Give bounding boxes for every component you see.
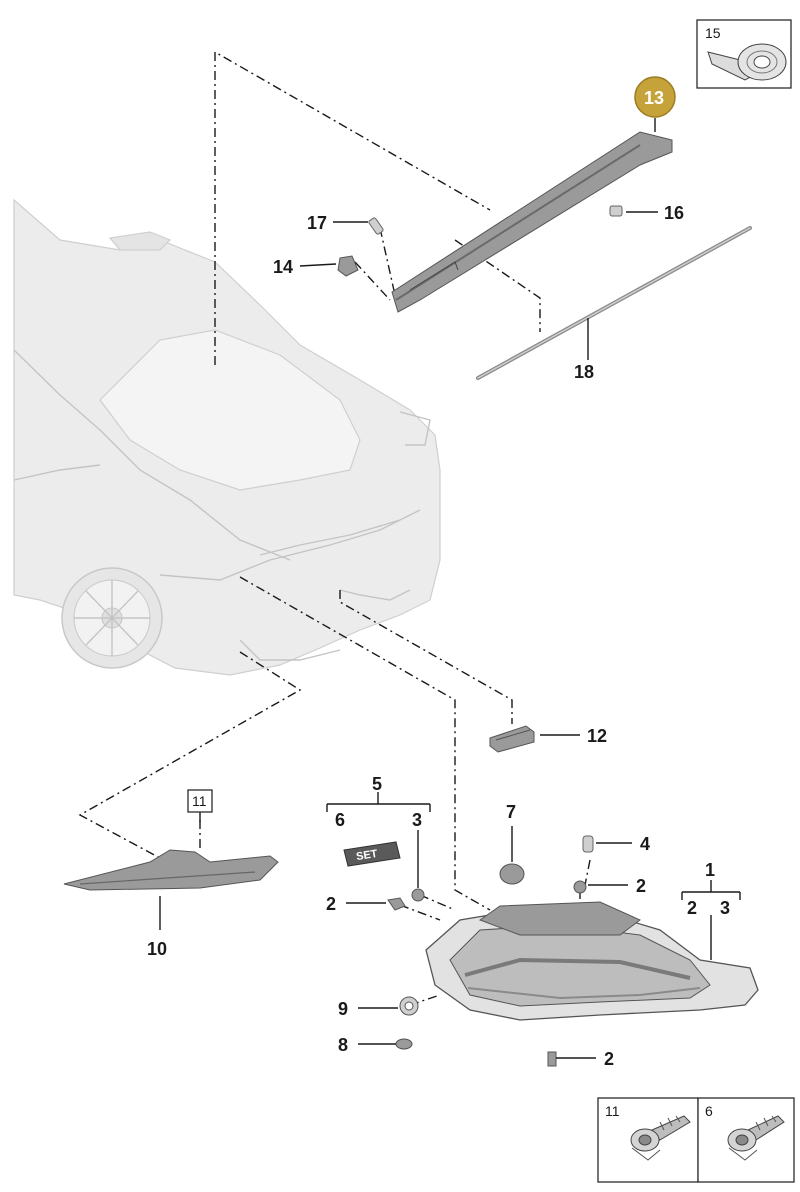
inset-box-11[interactable]: 11 bbox=[597, 1097, 699, 1183]
screw-icon bbox=[630, 1115, 691, 1161]
inset-box-15[interactable]: 15 bbox=[696, 19, 792, 89]
callout-11-box: 11 bbox=[187, 789, 213, 813]
tail-light-part[interactable] bbox=[425, 901, 759, 1021]
inset-box-11-label: 11 bbox=[605, 1103, 620, 1119]
callout-17: 17 bbox=[307, 213, 327, 233]
callout-1: 1 bbox=[705, 860, 715, 880]
callout-1-sub-left: 2 bbox=[687, 898, 697, 918]
callout-18: 18 bbox=[574, 362, 594, 382]
callout-3: 3 bbox=[412, 810, 422, 830]
pin-part[interactable] bbox=[368, 217, 384, 235]
set-badge: SET bbox=[343, 841, 401, 867]
clip-part[interactable] bbox=[337, 255, 359, 277]
callout-9: 9 bbox=[338, 999, 348, 1019]
grommet-part-2b[interactable] bbox=[573, 880, 587, 894]
connector-part[interactable] bbox=[489, 725, 535, 753]
screw-part-2a[interactable] bbox=[387, 897, 406, 911]
callout-8: 8 bbox=[338, 1035, 348, 1055]
callout-10: 10 bbox=[147, 939, 167, 959]
callout-14: 14 bbox=[273, 257, 293, 277]
tape-roll-icon bbox=[707, 43, 787, 81]
callout-5: 5 bbox=[372, 774, 382, 794]
car-outline bbox=[13, 198, 441, 676]
ring-part-9[interactable] bbox=[399, 996, 419, 1016]
inset-box-6-label: 6 bbox=[705, 1103, 713, 1119]
callout-2c: 2 bbox=[604, 1049, 614, 1069]
small-clip-part[interactable] bbox=[609, 205, 623, 217]
washer-part-8[interactable] bbox=[395, 1038, 413, 1050]
callout-4: 4 bbox=[640, 834, 650, 854]
nut-part-3[interactable] bbox=[411, 888, 425, 902]
callout-2a: 2 bbox=[326, 894, 336, 914]
callout-16: 16 bbox=[664, 203, 684, 223]
callout-1-sub-right: 3 bbox=[720, 898, 730, 918]
spoiler-strip-part[interactable] bbox=[391, 131, 673, 313]
dashed-leaders bbox=[78, 50, 591, 1006]
screw-part-2c[interactable] bbox=[547, 1051, 557, 1067]
reflector-part[interactable] bbox=[63, 849, 279, 891]
callout-7: 7 bbox=[506, 802, 516, 822]
cap-part-7[interactable] bbox=[499, 863, 525, 885]
callout-13: 13 bbox=[644, 88, 664, 108]
callout-13-badge[interactable]: 13 bbox=[634, 76, 676, 118]
callout-11: 11 bbox=[192, 793, 207, 809]
inset-box-6[interactable]: 6 bbox=[697, 1097, 795, 1183]
callout-2b: 2 bbox=[636, 876, 646, 896]
callout-6: 6 bbox=[335, 810, 345, 830]
callout-labels: 17 14 16 18 12 10 5 6 3 2 7 4 2 1 2 3 9 … bbox=[147, 203, 730, 1069]
screw-icon bbox=[727, 1115, 785, 1161]
set-badge-label: SET bbox=[355, 848, 378, 863]
solid-leaders bbox=[159, 118, 741, 1059]
bolt-part-4[interactable] bbox=[582, 835, 594, 853]
trim-strip-part[interactable] bbox=[476, 226, 752, 380]
inset-box-15-label: 15 bbox=[705, 25, 721, 41]
callout-12: 12 bbox=[587, 726, 607, 746]
